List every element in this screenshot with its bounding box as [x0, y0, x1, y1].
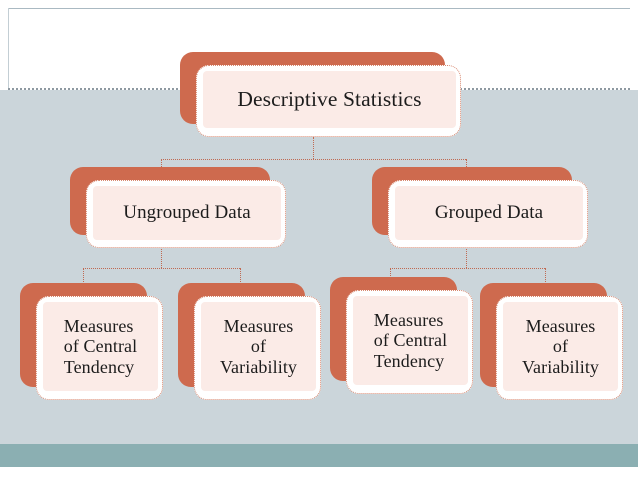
- node-inner-fill: Measures of Variability: [201, 302, 316, 391]
- connector-grouped-to-central-tendency: [390, 268, 391, 282]
- node-label: Descriptive Statistics: [237, 87, 422, 112]
- node-inner-fill: Grouped Data: [395, 186, 583, 240]
- node-inner-fill: Measures of Central Tendency: [353, 296, 468, 385]
- connector-ungrouped-to-central-tendency: [83, 268, 84, 288]
- connector-grouped-to-variability: [545, 268, 546, 288]
- node-inner-fill: Measures of Central Tendency: [43, 302, 158, 391]
- node-label: Grouped Data: [434, 202, 544, 224]
- node-label: Measures of Central Tendency: [63, 316, 138, 377]
- node-card: Grouped Data: [388, 180, 588, 248]
- slide-frame-left-rule: [8, 8, 9, 90]
- node-label: Measures of Variability: [521, 316, 600, 377]
- connector-grouped-stem: [466, 249, 467, 268]
- slide-frame-top-rule: [8, 8, 630, 9]
- node-inner-fill: Descriptive Statistics: [203, 71, 456, 128]
- connector-ungrouped-bus: [83, 268, 240, 269]
- node-inner-fill: Measures of Variability: [503, 302, 618, 391]
- node-label: Ungrouped Data: [123, 202, 251, 224]
- node-label: Measures of Central Tendency: [373, 310, 448, 371]
- node-card: Measures of Central Tendency: [346, 290, 473, 394]
- connector-grouped-bus: [390, 268, 545, 269]
- connector-root-bus: [161, 159, 466, 160]
- node-card: Descriptive Statistics: [196, 65, 461, 137]
- node-card: Ungrouped Data: [86, 180, 286, 248]
- node-card: Measures of Central Tendency: [36, 296, 163, 400]
- connector-ungrouped-to-variability: [240, 268, 241, 288]
- connector-root-stem: [313, 137, 314, 159]
- node-card: Measures of Variability: [496, 296, 623, 400]
- slide-accent-band: [0, 444, 638, 467]
- node-card: Measures of Variability: [194, 296, 321, 400]
- node-label: Measures of Variability: [219, 316, 298, 377]
- slide-footer-band: [0, 467, 638, 478]
- connector-ungrouped-stem: [161, 249, 162, 268]
- node-inner-fill: Ungrouped Data: [93, 186, 281, 240]
